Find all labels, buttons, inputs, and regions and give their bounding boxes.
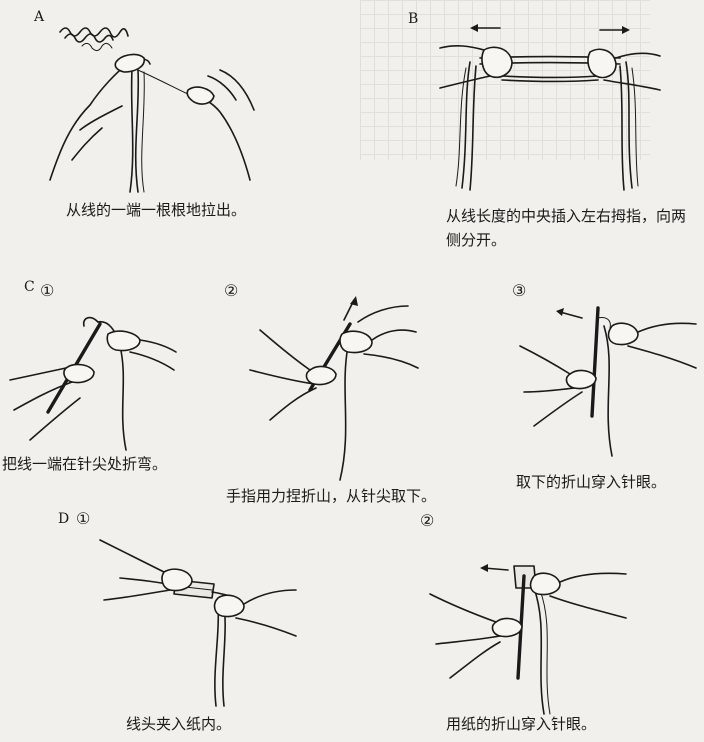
panel-d-step-2-number: ②: [420, 512, 434, 530]
panel-c-letter: C: [24, 278, 35, 296]
panel-c-step-2-figure: [240, 290, 430, 490]
panel-d-letter: D: [58, 510, 69, 528]
panel-b-letter: B: [408, 10, 418, 28]
panel-c-step-3-caption: 取下的折山穿入针眼。: [516, 470, 666, 494]
panel-d-step-2-figure: [430, 548, 630, 718]
panel-d-step-1-number: ①: [76, 510, 90, 528]
panel-c-step-2-caption: 手指用力捏折山，从针尖取下。: [226, 484, 436, 508]
panel-c-step-1-figure: [10, 300, 180, 460]
panel-a-figure: [20, 10, 270, 200]
panel-c-step-3-figure: [520, 296, 700, 466]
panel-c-step-1-caption: 把线一端在针尖处折弯。: [2, 452, 167, 476]
panel-b-figure: [440, 18, 660, 198]
panel-d-step-1-caption: 线头夹入纸内。: [126, 712, 231, 736]
panel-d-step-2-caption: 用纸的折山穿入针眼。: [446, 712, 596, 736]
panel-b-caption: 从线长度的中央插入左右拇指，向两侧分开。: [446, 204, 686, 252]
panel-c-step-2-number: ②: [224, 282, 238, 300]
panel-c-step-1-number: ①: [40, 282, 54, 300]
panel-a-caption: 从线的一端一根根地拉出。: [66, 198, 246, 222]
panel-d-step-1-figure: [100, 530, 300, 710]
